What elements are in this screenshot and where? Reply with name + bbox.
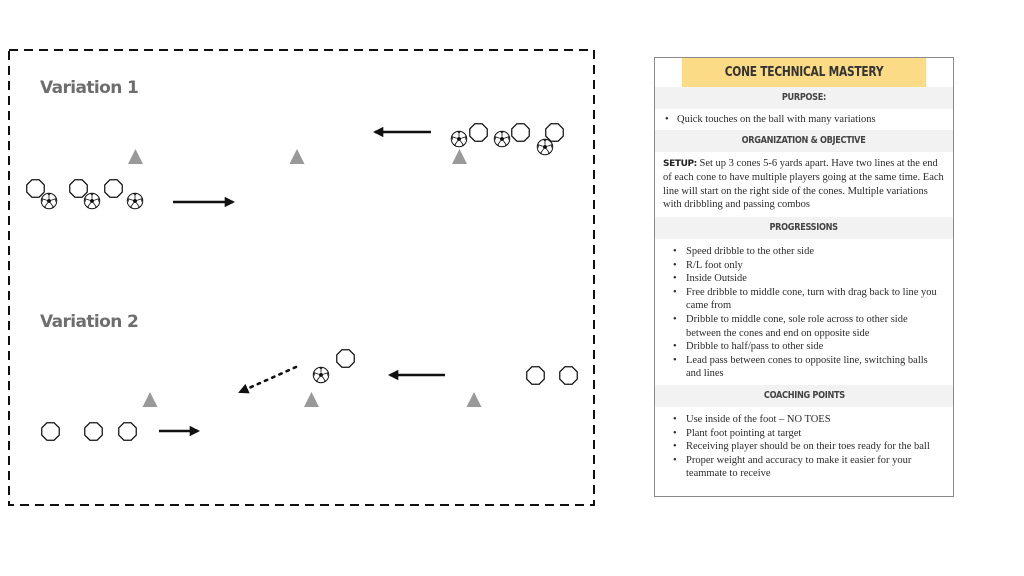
progressions-list: Speed dribble to the other side R/L foot… [655, 239, 953, 385]
cone-icon [466, 392, 482, 407]
player-icon [336, 349, 355, 368]
setup-paragraph: SETUP: Set up 3 cones 5-6 yards apart. H… [655, 152, 953, 217]
player-icon [41, 422, 60, 441]
coaching-points-list: Use inside of the foot – NO TOES Plant f… [655, 407, 953, 485]
progression-item: Dribble to middle cone, sole role across… [673, 313, 943, 340]
drill-field [8, 49, 595, 506]
ball-icon [312, 366, 330, 384]
ball-icon [83, 192, 101, 210]
cone-icon [304, 392, 319, 407]
cone-icon [452, 149, 467, 164]
progression-item: Speed dribble to the other side [673, 245, 943, 259]
coaching-point-item: Receiving player should be on their toes… [673, 440, 943, 454]
variation-2-diagram [41, 349, 578, 441]
player-icon [118, 422, 137, 441]
cone-icon [142, 392, 158, 407]
player-icon [511, 123, 530, 142]
cone-icon [289, 149, 305, 164]
ball-icon [493, 130, 511, 148]
progression-item: Lead pass between cones to opposite line… [673, 354, 943, 381]
organization-heading: ORGANIZATION & OBJECTIVE [655, 129, 953, 152]
coaching-point-item: Proper weight and accuracy to make it ea… [673, 454, 943, 481]
ball-icon [126, 192, 144, 210]
cone-icon [128, 149, 143, 164]
player-icon [526, 366, 545, 385]
progression-item: Dribble to half/pass to other side [673, 340, 943, 354]
progression-item: R/L foot only [673, 259, 943, 273]
variation-1-diagram [26, 123, 564, 210]
coaching-point-item: Plant foot pointing at target [673, 427, 943, 441]
progressions-heading: PROGRESSIONS [655, 216, 953, 239]
player-icon [545, 123, 564, 142]
player-icon [69, 179, 88, 198]
player-icon [559, 366, 578, 385]
progression-item: Free dribble to middle cone, turn with d… [673, 286, 943, 313]
setup-text: Set up 3 cones 5-6 yards apart. Have two… [663, 157, 944, 211]
coaching-heading: COACHING POINTS [655, 384, 953, 407]
drill-info-card: CONE TECHNICAL MASTERY PURPOSE: Quick to… [654, 57, 954, 497]
field-boundary [8, 49, 595, 506]
player-icon [104, 179, 123, 198]
dotted-pass-arrow-icon [238, 365, 298, 394]
setup-label: SETUP: [663, 158, 697, 169]
ball-icon [450, 130, 468, 148]
variation-1-label: Variation 1 [40, 78, 139, 98]
variation-2-label: Variation 2 [40, 312, 139, 332]
coaching-point-item: Use inside of the foot – NO TOES [673, 413, 943, 427]
ball-icon [40, 192, 58, 210]
player-icon [26, 179, 45, 198]
player-icon [469, 123, 488, 142]
progression-item: Inside Outside [673, 272, 943, 286]
purpose-item: Quick touches on the ball with many vari… [663, 113, 945, 127]
player-icon [84, 422, 103, 441]
purpose-heading: PURPOSE: [655, 87, 953, 109]
purpose-list: Quick touches on the ball with many vari… [655, 109, 953, 130]
card-title: CONE TECHNICAL MASTERY [681, 58, 927, 87]
